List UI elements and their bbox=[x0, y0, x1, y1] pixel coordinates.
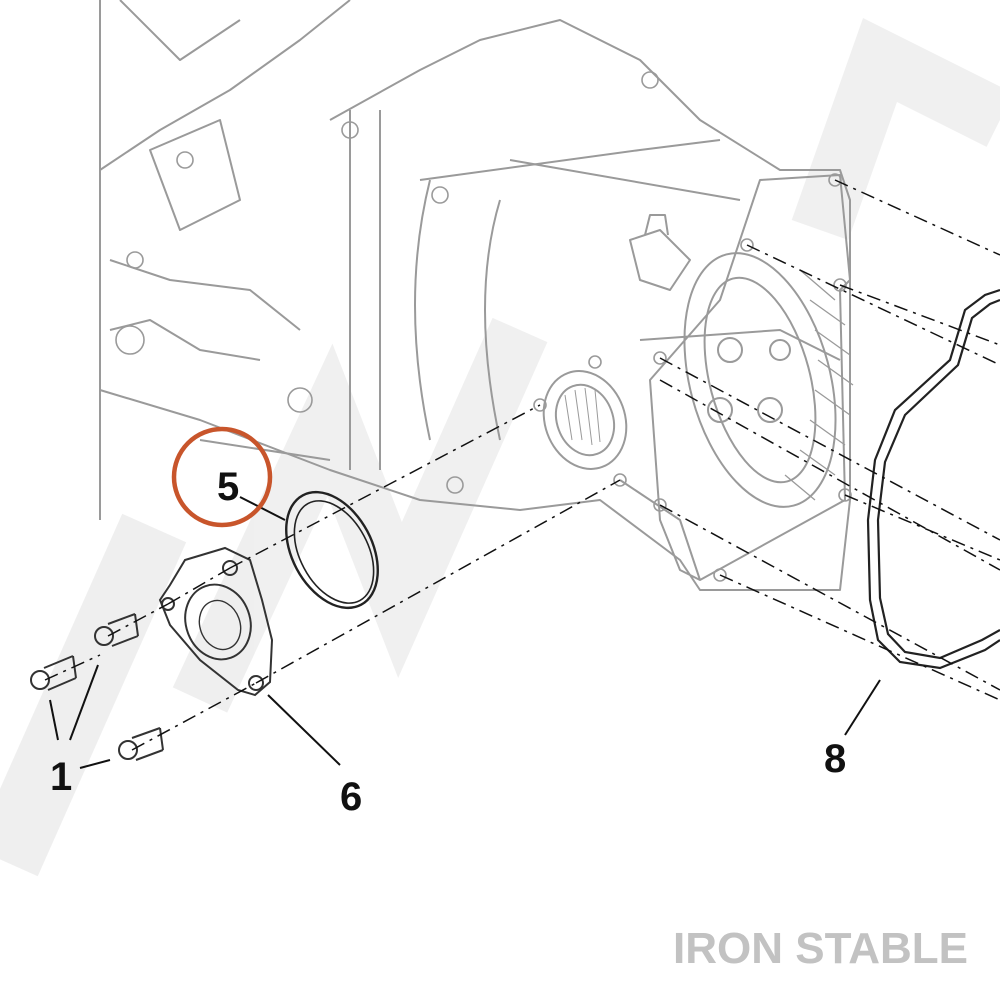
transmission-housing bbox=[99, 0, 854, 591]
o-ring-part-5 bbox=[285, 490, 379, 610]
cover-plate-part-6 bbox=[158, 546, 274, 697]
leader-lines bbox=[49, 496, 881, 769]
alignment-lines bbox=[44, 179, 1000, 751]
brand-wordmark: IRON STABLE bbox=[673, 924, 968, 973]
callout-5: 5 bbox=[217, 465, 239, 509]
bolts-part-1 bbox=[30, 613, 164, 761]
bolt-top bbox=[94, 613, 139, 647]
bolt-bottom bbox=[118, 727, 164, 761]
gasket-part-8 bbox=[866, 288, 1000, 670]
callout-8: 8 bbox=[824, 737, 846, 781]
watermark bbox=[0, 17, 1000, 877]
callout-1: 1 bbox=[50, 755, 72, 799]
callout-6: 6 bbox=[340, 775, 362, 819]
callout-highlight-ring bbox=[171, 426, 273, 528]
